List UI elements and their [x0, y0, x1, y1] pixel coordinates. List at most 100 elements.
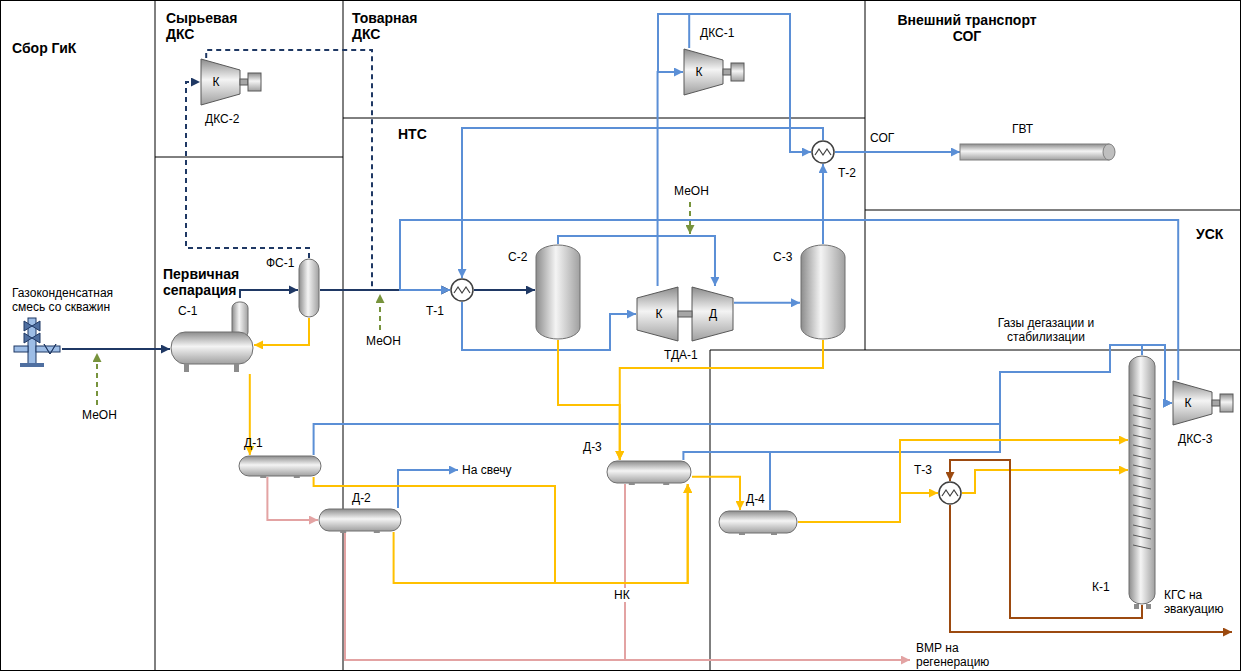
- stream-label: На свечу: [462, 463, 511, 477]
- vessel-body: [719, 511, 797, 533]
- vessel-nozzle: [294, 475, 300, 478]
- vessel-body: [239, 456, 321, 476]
- compressor-body: [1173, 381, 1212, 425]
- zone-title: Сырьевая ДКС: [166, 10, 256, 42]
- pipe-body: [960, 144, 1109, 160]
- degasser-vessel: Д-2: [318, 508, 402, 532]
- gas-pipeline: ГВТ: [960, 142, 1116, 162]
- zone-border: [710, 350, 711, 671]
- vessel-body: [299, 259, 319, 317]
- column-tray: [1133, 425, 1151, 429]
- compressor-symbol: ДКС-2К: [200, 58, 262, 106]
- zone-title: Внешний транспорт СОГ: [882, 12, 1052, 44]
- flow-line: [379, 294, 381, 330]
- column-tray: [1133, 415, 1151, 419]
- compressor-shaft: [1212, 400, 1220, 406]
- column-tray: [1133, 505, 1151, 509]
- heat-exchanger: Т-2: [811, 140, 835, 164]
- zone-title: НТС: [398, 126, 427, 142]
- stream-label: МеОН: [82, 408, 117, 422]
- equipment-symbol: [718, 510, 798, 534]
- column-tray: [1133, 525, 1151, 529]
- equipment-tag: Т-3: [914, 463, 932, 477]
- stream-label: МеОН: [674, 184, 709, 198]
- stream-label: Газы дегазации и стабилизации: [990, 316, 1102, 344]
- wellhead-base: [20, 363, 44, 367]
- process-stream: [770, 345, 1172, 510]
- vessel-nozzle: [771, 532, 777, 535]
- stream-label: МеОН: [366, 334, 401, 348]
- symbol-letter: К: [1185, 396, 1192, 410]
- column-body: [1129, 356, 1155, 604]
- zone-border: [865, 210, 1241, 211]
- process-stream: [558, 340, 620, 460]
- equipment-symbol: [1128, 355, 1156, 605]
- flow-line: [398, 470, 458, 508]
- process-stream: [734, 302, 800, 304]
- flow-line: [624, 484, 626, 660]
- equipment-tag: Д-4: [746, 492, 765, 506]
- process-stream: [314, 345, 1172, 455]
- stream-label: ВМР на регенерацию: [916, 641, 996, 669]
- flow-line: [96, 353, 98, 405]
- column-tray: [1133, 465, 1151, 469]
- equipment-tag: ТДА-1: [664, 348, 698, 362]
- vessel-nozzle: [374, 530, 380, 533]
- heat-exchanger: Т-3: [938, 481, 962, 505]
- column-tray: [1133, 475, 1151, 479]
- equipment-tag: С-2: [508, 250, 527, 264]
- exchanger-coil: [454, 287, 470, 293]
- equipment-symbol: [450, 278, 474, 302]
- process-stream: [683, 345, 1172, 460]
- equipment-tag: С-1: [178, 304, 197, 318]
- zone-border: [343, 0, 344, 671]
- zone-border: [155, 157, 343, 158]
- equipment-symbol: [298, 258, 320, 318]
- compressor-symbol: ДКС-1К: [683, 48, 745, 96]
- vessel-leg: [234, 364, 239, 372]
- equipment-symbol: [683, 48, 745, 96]
- process-stream: [798, 440, 1128, 522]
- equipment-symbol: [938, 481, 962, 505]
- compressor-motor: [248, 73, 261, 91]
- equipment-tag: Т-1: [426, 304, 444, 318]
- flow-line: [62, 348, 170, 350]
- separator-vessel: С-1: [170, 298, 254, 374]
- symbol-letter: Д: [709, 307, 717, 321]
- process-stream: [798, 493, 938, 522]
- zone-border: [710, 350, 1241, 351]
- equipment-tag: К-1: [1092, 580, 1110, 594]
- expander-body: [692, 287, 733, 341]
- column-leg: [1146, 604, 1151, 609]
- zone-title: Товарная ДКС: [352, 10, 442, 42]
- exchanger-shell: [451, 279, 473, 301]
- heat-exchanger: Т-1: [450, 278, 474, 302]
- equipment-tag: ДКС-3: [1178, 432, 1212, 446]
- equipment-tag: Д-2: [352, 491, 371, 505]
- zone-border: [155, 0, 156, 671]
- equipment-symbol: [200, 58, 262, 106]
- column-tray: [1133, 435, 1151, 439]
- column-tray: [1133, 495, 1151, 499]
- process-stream: [950, 460, 1142, 618]
- wellhead-arm: [14, 346, 28, 352]
- exchanger-shell: [812, 141, 834, 163]
- equipment-symbol: [238, 455, 322, 477]
- process-stream: [206, 50, 450, 290]
- equipment-tag: Т-2: [838, 166, 856, 180]
- process-stream: [314, 477, 688, 583]
- stream-label: СОГ: [868, 131, 896, 145]
- equipment-tag: Д-1: [244, 436, 263, 450]
- process-stream: [462, 128, 823, 278]
- vessel-body: [801, 245, 845, 339]
- equipment-symbol: [1172, 380, 1234, 426]
- wellhead-valve: [24, 321, 40, 331]
- equipment-tag: ДКС-1: [700, 26, 734, 40]
- equipment-symbol: [960, 142, 1116, 162]
- symbol-letter: К: [213, 75, 220, 89]
- column-tray: [1133, 405, 1151, 409]
- equipment-tag: ГВТ: [1012, 122, 1033, 136]
- column-tray: [1133, 445, 1151, 449]
- process-stream: [474, 289, 535, 291]
- column-tray: [1133, 545, 1151, 549]
